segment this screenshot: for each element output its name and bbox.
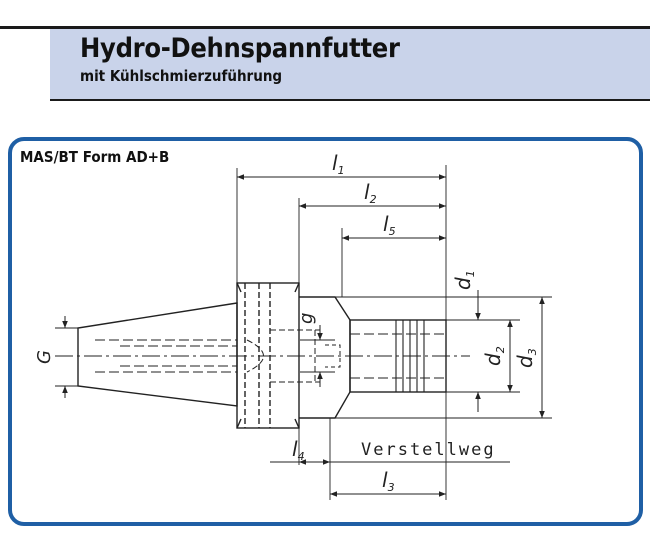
page-title: Hydro-Dehnspannfutter [80, 33, 400, 64]
page-subtitle: mit Kühlschmierzuführung [80, 67, 283, 85]
dim-d1: d1 [451, 270, 477, 290]
header-band: Hydro-Dehnspannfutter mit Kühlschmierzuf… [50, 29, 650, 101]
dim-l4: l4 [292, 437, 305, 463]
diagram-label: MAS/BT Form AD+B [20, 148, 170, 166]
dim-l1: l1 [332, 151, 345, 177]
dim-l2: l2 [364, 180, 377, 206]
dim-G: G [34, 350, 55, 364]
dim-l5: l5 [383, 212, 396, 238]
dim-d2: d2 [481, 346, 507, 366]
top-rule [0, 26, 650, 29]
dim-g-small: g [296, 313, 317, 324]
dim-d3: d3 [513, 348, 539, 368]
verstellweg-label: Verstellweg [361, 440, 496, 460]
dim-l3: l3 [382, 468, 395, 494]
taper-outline [77, 302, 238, 407]
flange [236, 282, 300, 429]
